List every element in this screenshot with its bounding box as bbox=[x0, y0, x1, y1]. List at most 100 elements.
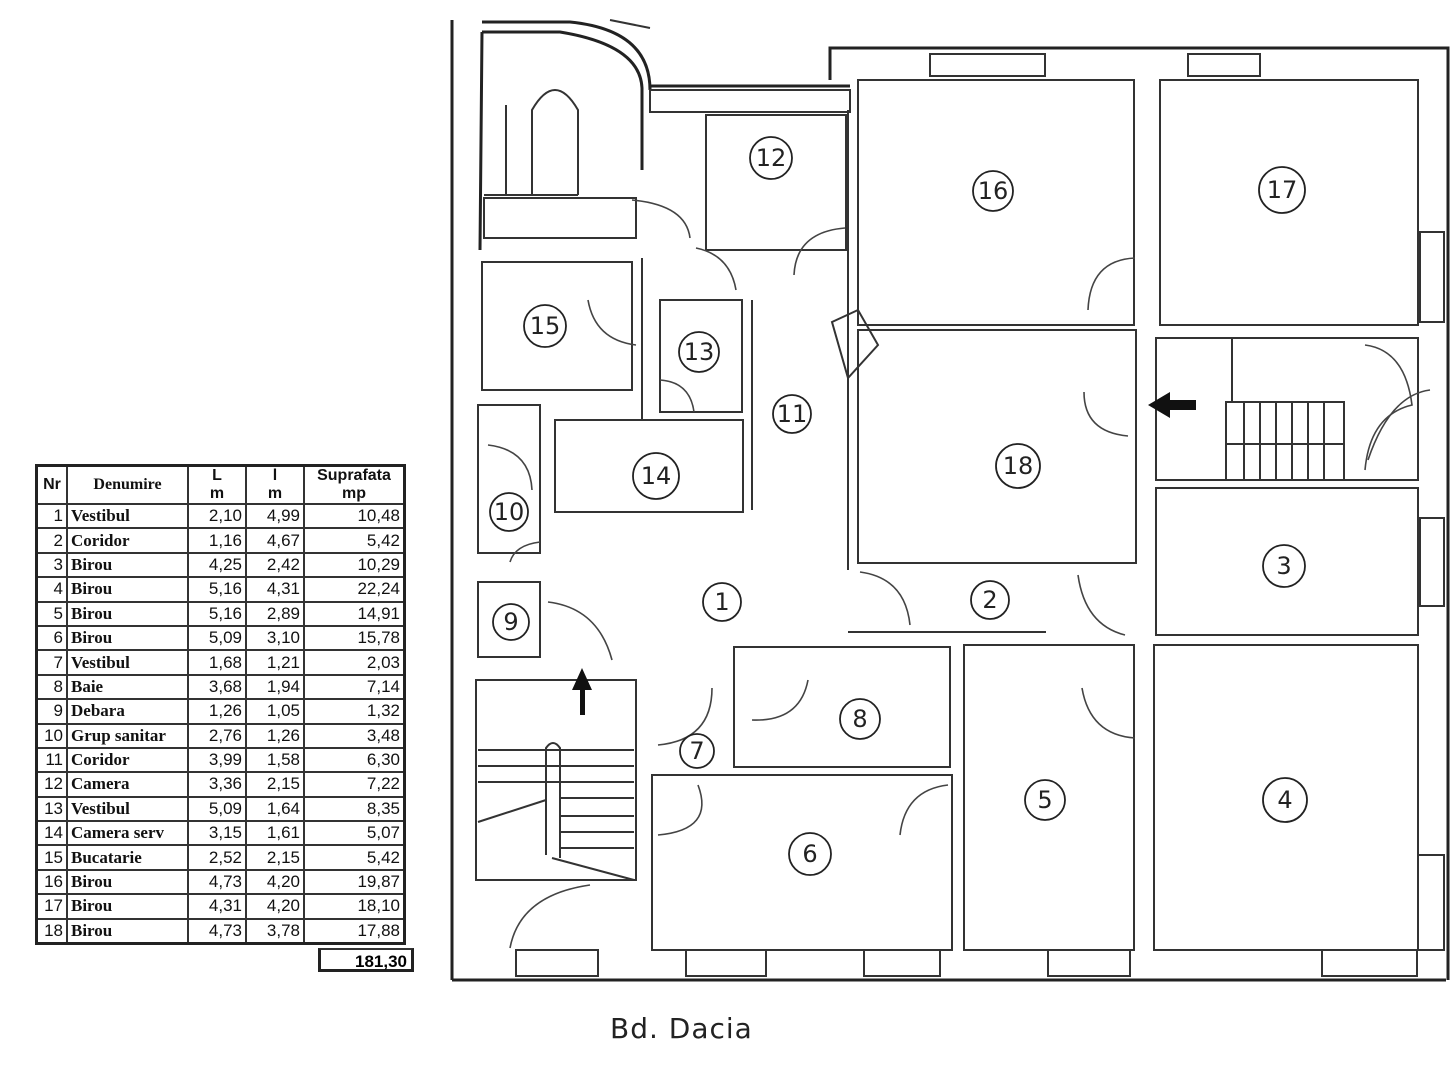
door-arc bbox=[859, 571, 911, 626]
room-number: 6 bbox=[802, 840, 817, 868]
row-name: Debara bbox=[66, 698, 189, 725]
room-label-circle bbox=[523, 304, 567, 348]
row-length: 2,52 bbox=[187, 844, 247, 871]
row-nr: 12 bbox=[35, 771, 68, 798]
corridor-top bbox=[483, 197, 637, 239]
row-name: Birou bbox=[66, 551, 189, 579]
room-label-circle bbox=[702, 582, 742, 622]
room-label-circle bbox=[489, 492, 529, 532]
room-9-wall bbox=[477, 581, 541, 658]
room-label-16: 16 bbox=[972, 170, 1014, 212]
total-area: 181,30 bbox=[318, 948, 414, 972]
room-number: 3 bbox=[1276, 552, 1291, 580]
row-area: 5,42 bbox=[303, 527, 406, 554]
window-stair bbox=[515, 949, 599, 977]
row-length: 3,99 bbox=[187, 746, 247, 774]
room-number: 5 bbox=[1037, 786, 1052, 814]
room-label-circle bbox=[1258, 166, 1306, 214]
room-label-15: 15 bbox=[523, 304, 567, 348]
door-arc bbox=[793, 227, 846, 276]
door-arc bbox=[547, 601, 613, 661]
room-label-circle bbox=[972, 170, 1014, 212]
room-14-wall bbox=[554, 419, 744, 513]
row-area: 18,10 bbox=[303, 893, 406, 920]
window-3 bbox=[1419, 517, 1445, 607]
window-5 bbox=[1047, 949, 1131, 977]
room-label-7: 7 bbox=[679, 733, 715, 769]
room-18-wall bbox=[857, 329, 1137, 564]
room-number: 2 bbox=[982, 586, 997, 614]
room-17-wall bbox=[1159, 79, 1419, 326]
room-label-circle bbox=[1262, 544, 1306, 588]
room-label-5: 5 bbox=[1024, 779, 1066, 821]
room-8-wall bbox=[733, 646, 951, 768]
row-width: 1,64 bbox=[245, 795, 305, 823]
row-width: 1,58 bbox=[245, 746, 305, 774]
room-label-circle bbox=[788, 832, 832, 876]
window-16 bbox=[929, 53, 1046, 77]
row-nr: 8 bbox=[35, 673, 68, 701]
room-label-circle bbox=[839, 698, 881, 740]
stair-steps-right bbox=[1225, 338, 1345, 481]
room-number: 4 bbox=[1277, 786, 1292, 814]
row-area: 7,22 bbox=[303, 771, 406, 798]
window-17-side bbox=[1419, 231, 1445, 323]
row-area: 14,91 bbox=[303, 600, 406, 627]
row-area: 7,14 bbox=[303, 673, 406, 701]
window-6b bbox=[863, 949, 941, 977]
room-label-18: 18 bbox=[995, 443, 1041, 489]
door-arc bbox=[899, 784, 949, 836]
door-arc bbox=[1087, 257, 1136, 311]
row-length: 1,26 bbox=[187, 698, 247, 725]
door-arc bbox=[1077, 574, 1126, 636]
stair-tower bbox=[478, 30, 644, 251]
row-area: 5,42 bbox=[303, 844, 406, 871]
row-width: 2,15 bbox=[245, 771, 305, 798]
row-name: Grup sanitar bbox=[66, 722, 189, 749]
room-label-circle bbox=[995, 443, 1041, 489]
door-arc bbox=[1367, 389, 1431, 461]
room-3-wall bbox=[1155, 487, 1419, 636]
room-label-1: 1 bbox=[702, 582, 742, 622]
row-length: 5,16 bbox=[187, 600, 247, 627]
row-name: Camera serv bbox=[66, 820, 189, 847]
door-arc bbox=[1081, 687, 1136, 739]
window-top bbox=[649, 89, 851, 113]
row-name: Vestibul bbox=[66, 649, 189, 676]
door-arc bbox=[695, 247, 737, 291]
room-label-circle bbox=[492, 603, 530, 641]
row-name: Baie bbox=[66, 673, 189, 701]
room-number: 16 bbox=[978, 177, 1009, 205]
room-16-wall bbox=[857, 79, 1135, 326]
row-name: Bucatarie bbox=[66, 844, 189, 871]
row-length: 5,16 bbox=[187, 576, 247, 603]
row-area: 17,88 bbox=[303, 917, 406, 945]
room-number: 9 bbox=[503, 608, 518, 636]
row-nr: 5 bbox=[35, 600, 68, 627]
room-label-10: 10 bbox=[489, 492, 529, 532]
row-length: 3,68 bbox=[187, 673, 247, 701]
row-length: 1,68 bbox=[187, 649, 247, 676]
window-4-side bbox=[1417, 854, 1445, 951]
row-area: 3,48 bbox=[303, 722, 406, 749]
row-name: Birou bbox=[66, 868, 189, 896]
arrow-left-icon bbox=[1148, 392, 1196, 418]
room-6-wall bbox=[651, 774, 953, 951]
row-name: Coridor bbox=[66, 527, 189, 554]
door-arc bbox=[659, 379, 695, 413]
row-area: 6,30 bbox=[303, 746, 406, 774]
room-label-9: 9 bbox=[492, 603, 530, 641]
row-width: 2,15 bbox=[245, 844, 305, 871]
row-area: 5,07 bbox=[303, 820, 406, 847]
